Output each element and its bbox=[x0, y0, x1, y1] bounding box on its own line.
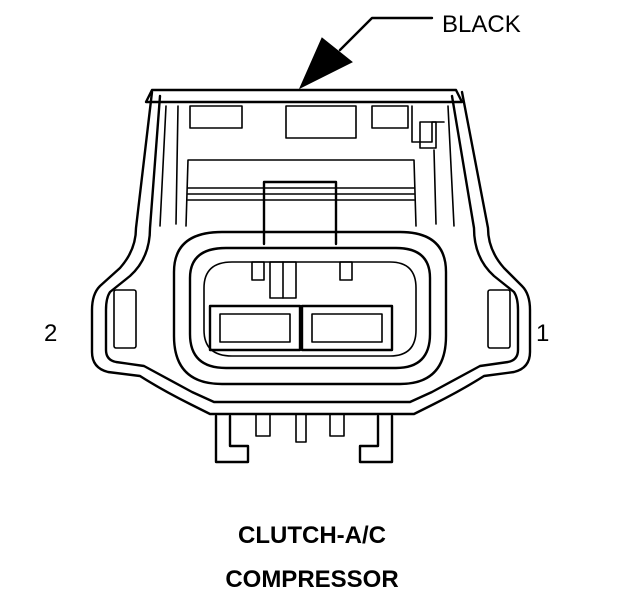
color-callout-leader bbox=[298, 16, 434, 90]
connector-body bbox=[90, 88, 532, 464]
connector-name-line-2: COMPRESSOR bbox=[225, 566, 399, 593]
pin-1-label: 1 bbox=[536, 320, 550, 347]
pin-2-label: 2 bbox=[44, 320, 58, 347]
wire-color-label: BLACK bbox=[442, 11, 521, 38]
callout-arrowhead bbox=[298, 37, 353, 90]
connector-name-line-1: CLUTCH-A/C bbox=[238, 522, 386, 549]
